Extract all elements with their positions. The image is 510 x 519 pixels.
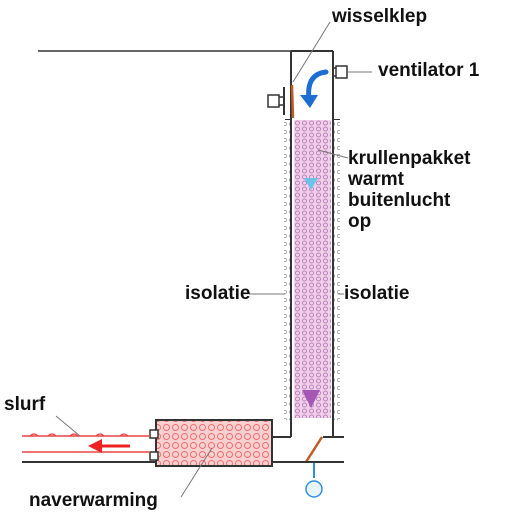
- label-krullenpakket: krullenpakket warmt buitenlucht op: [348, 148, 510, 232]
- label-krullenpakket-line4: op: [348, 211, 372, 232]
- afterheater: [155, 419, 273, 467]
- label-wisselklep: wisselklep: [332, 6, 428, 27]
- label-krullenpakket-line3: buitenlucht: [348, 190, 451, 211]
- downflow-arrow-head: [302, 390, 320, 408]
- fan-housing: [267, 65, 348, 115]
- leader-lines: [55, 21, 372, 498]
- downflow-arrow-head-upper: [304, 178, 318, 190]
- label-naverwarming: naverwarming: [29, 490, 158, 511]
- drain-flap: [304, 436, 324, 463]
- label-krullenpakket-line1: krullenpakket: [348, 148, 471, 169]
- label-isolatie-left: isolatie: [185, 283, 251, 304]
- label-ventilator: ventilator 1: [378, 60, 480, 81]
- heater-connector-bottom: [149, 451, 159, 461]
- label-krullenpakket-line2: warmt: [348, 169, 404, 190]
- hose: [22, 433, 150, 453]
- label-slurf: slurf: [4, 394, 46, 415]
- insulation-left: [284, 120, 290, 420]
- wisselklep-flap: [290, 84, 295, 119]
- air-flow-arrow-head: [300, 95, 318, 108]
- label-isolatie-right: isolatie: [344, 283, 410, 304]
- heater-connector-top: [149, 429, 159, 439]
- insulation-right: [334, 120, 340, 420]
- water-drop: [305, 480, 323, 498]
- hose-arrow-head: [88, 439, 102, 453]
